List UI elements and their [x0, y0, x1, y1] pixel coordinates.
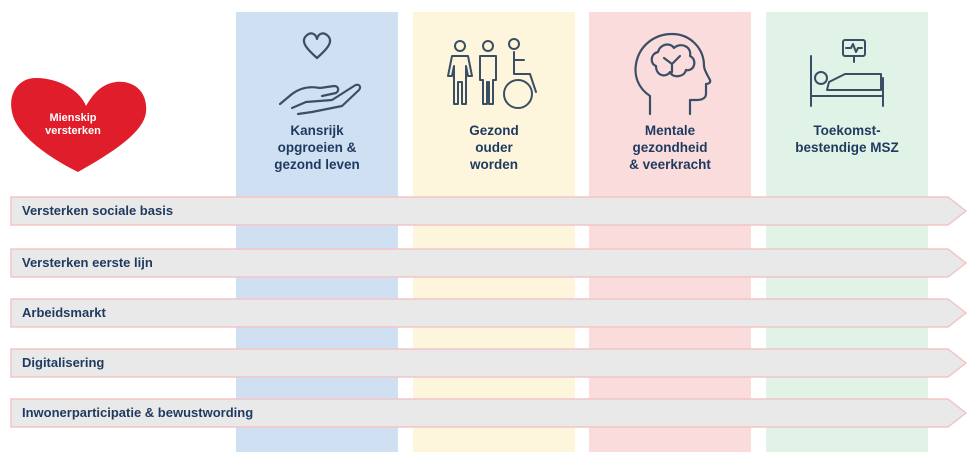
column-title: Gezond ouder worden: [413, 122, 575, 173]
column-title: Kansrijk opgroeien & gezond leven: [236, 122, 398, 173]
hospital-bed-icon: [766, 30, 928, 122]
row-arrow-versterken-sociale-basis: Versterken sociale basis: [10, 194, 968, 228]
column-toekomstbestendige-msz: Toekomst- bestendige MSZ: [766, 12, 928, 452]
logo-line: Mienskip: [49, 112, 97, 124]
column-title-line: ouder: [475, 140, 513, 155]
row-label: Digitalisering: [22, 355, 105, 370]
column-title-line: opgroeien &: [277, 140, 357, 155]
row-arrow-inwonerparticipatie: Inwonerparticipatie & bewustwording: [10, 396, 968, 430]
column-kansrijk-opgroeien: Kansrijk opgroeien & gezond leven: [236, 12, 398, 452]
row-label: Arbeidsmarkt: [22, 305, 106, 320]
row-arrow-digitalisering: Digitalisering: [10, 346, 968, 380]
brain-head-icon: [589, 30, 751, 122]
row-label: Inwonerparticipatie & bewustwording: [22, 405, 254, 420]
column-title-line: gezond leven: [274, 157, 360, 172]
people-wheelchair-icon: [413, 30, 575, 122]
column-title-line: & veerkracht: [629, 157, 711, 172]
logo-line: versterken: [45, 125, 101, 137]
row-label: Versterken sociale basis: [22, 203, 174, 218]
mienskip-versterken-logo: Mienskip versterken: [6, 72, 154, 178]
column-title: Mentale gezondheid & veerkracht: [589, 122, 751, 173]
column-title-line: Gezond: [469, 123, 519, 138]
column-title-line: worden: [469, 157, 518, 172]
logo-text: Mienskip versterken: [28, 112, 118, 138]
row-label: Versterken eerste lijn: [22, 255, 153, 270]
column-title-line: bestendige MSZ: [795, 140, 899, 155]
column-title-line: Kansrijk: [290, 123, 344, 138]
column-title-line: gezondheid: [632, 140, 708, 155]
column-title-line: Toekomst-: [813, 123, 881, 138]
heart-shape-icon: [11, 78, 147, 172]
column-title: Toekomst- bestendige MSZ: [766, 122, 928, 156]
row-arrow-arbeidsmarkt: Arbeidsmarkt: [10, 296, 968, 330]
heart-in-hand-icon: [236, 30, 398, 122]
column-title-line: Mentale: [644, 123, 696, 138]
row-arrow-versterken-eerste-lijn: Versterken eerste lijn: [10, 246, 968, 280]
column-gezond-ouder-worden: Gezond ouder worden: [413, 12, 575, 452]
column-mentale-gezondheid: Mentale gezondheid & veerkracht: [589, 12, 751, 452]
